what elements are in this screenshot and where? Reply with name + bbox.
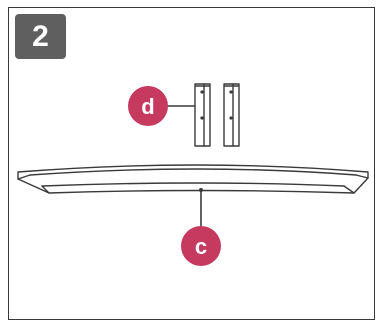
screw-hole-bottom (229, 116, 233, 120)
bracket-pair (194, 83, 240, 147)
callout-d: d (128, 86, 168, 126)
bracket-left (194, 83, 211, 147)
callout-d-label: d (141, 94, 154, 119)
screw-hole-top (200, 90, 204, 94)
instruction-panel (8, 7, 375, 320)
callout-c-anchor (199, 188, 203, 192)
screw-hole-top (229, 90, 233, 94)
curved-stand-base (17, 164, 369, 194)
callout-c-label: c (195, 234, 207, 259)
bracket-right (223, 83, 240, 147)
step-number-badge: 2 (15, 14, 66, 59)
screw-hole-bottom (200, 116, 204, 120)
callout-c: c (181, 226, 221, 266)
